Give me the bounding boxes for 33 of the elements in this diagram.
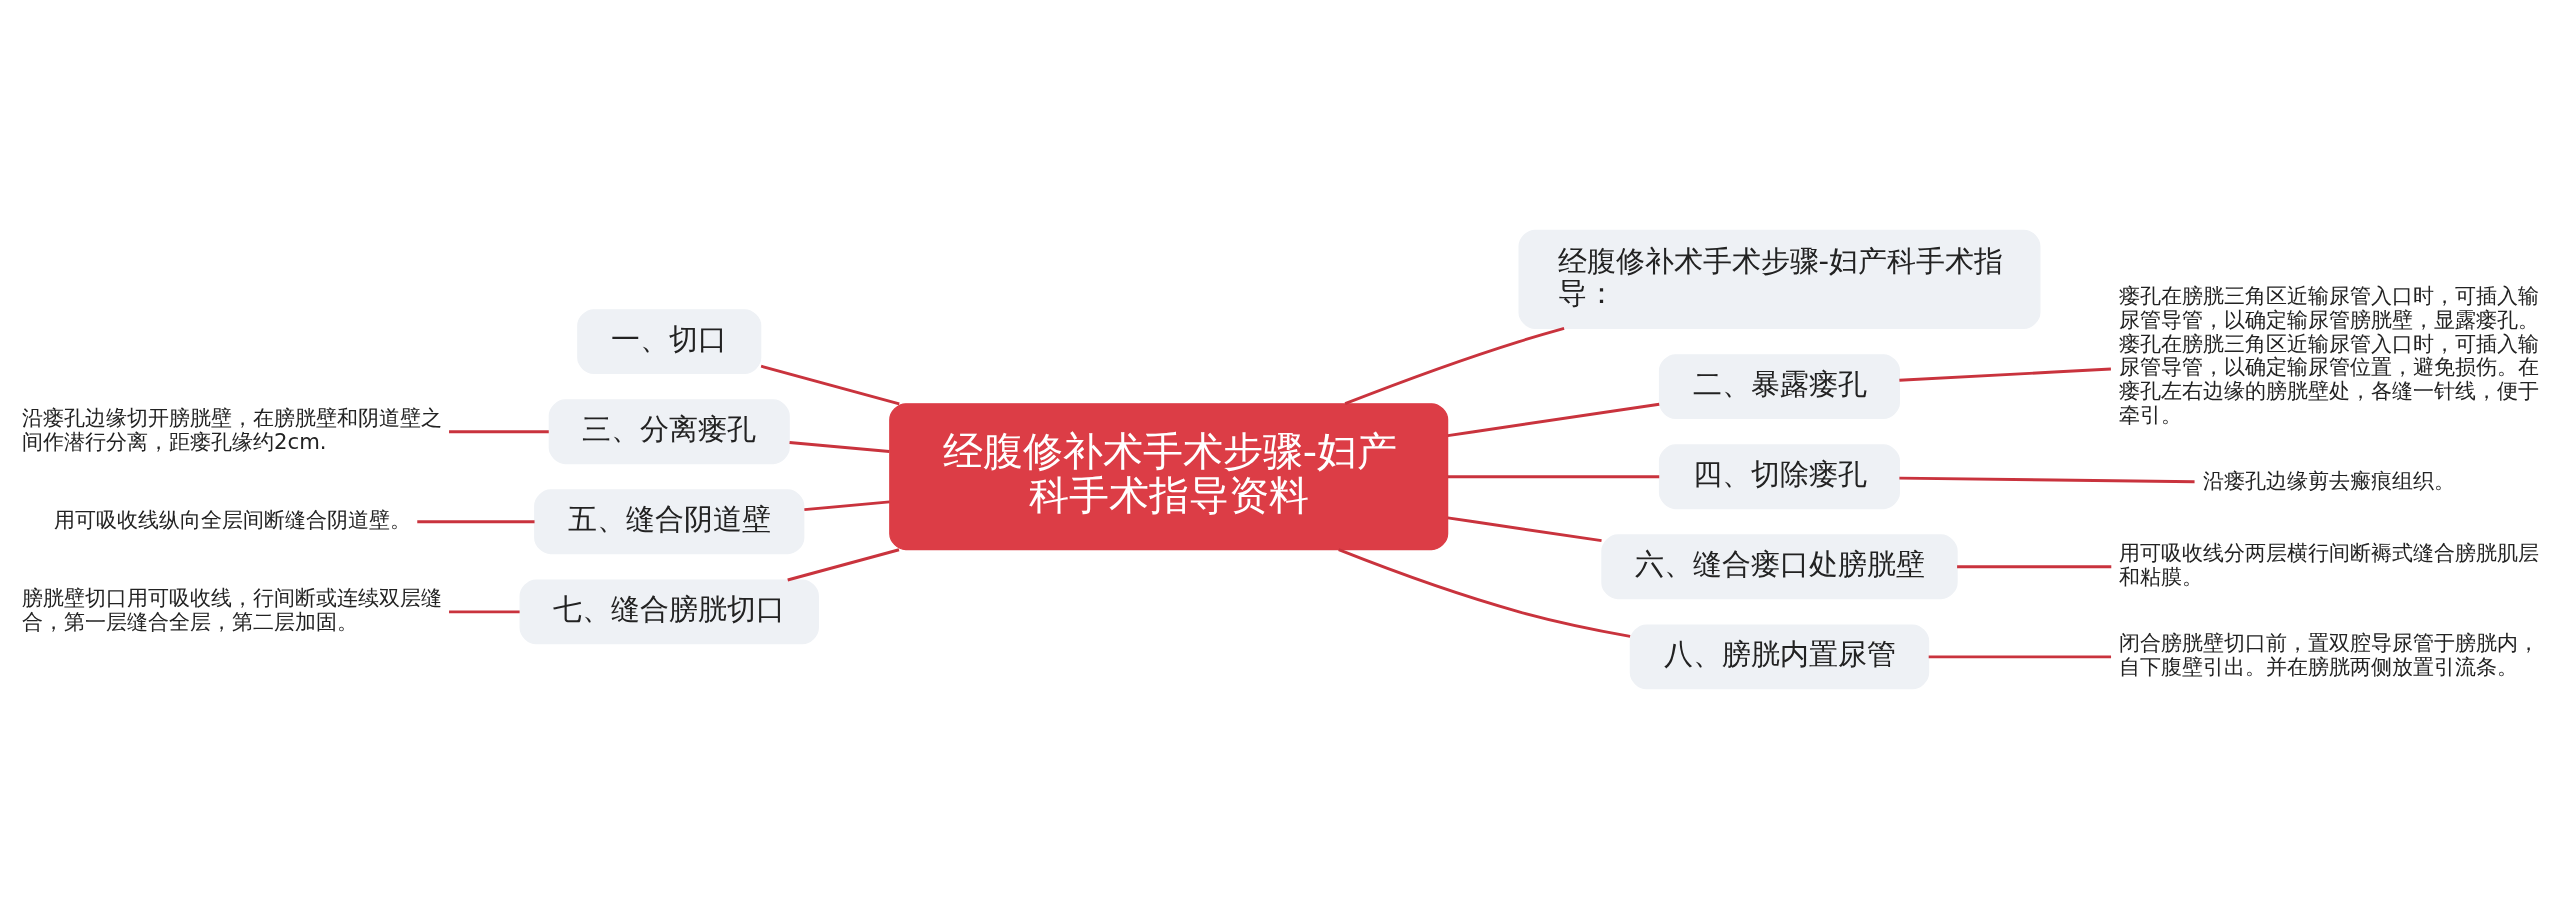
node-box: 六、缝合瘘口处膀胱壁 <box>1601 534 1958 600</box>
connector <box>760 364 900 406</box>
node-box: 四、切除瘘孔 <box>1658 444 1901 510</box>
node-text: 沿瘘孔边缘切开膀胱壁，在膀胱壁和阴道壁之间作潜行分离，距瘘孔缘约2cm. <box>22 404 443 454</box>
connector <box>1957 565 2112 569</box>
connector <box>449 430 549 434</box>
node-text: 沿瘘孔边缘剪去瘢痕组织。 <box>2202 468 2455 494</box>
connector <box>789 441 890 453</box>
node-text: 用可吸收线纵向全层间断缝合阴道壁。 <box>53 506 411 532</box>
node-box: 一、切口 <box>577 309 762 375</box>
node-box: 二、暴露瘘孔 <box>1658 354 1901 420</box>
connector <box>1344 327 1565 406</box>
node-box: 经腹修补术手术步骤-妇产科手术指导资料 <box>889 403 1449 551</box>
node-box: 五、缝合阴道壁 <box>534 489 805 555</box>
connector <box>787 548 900 582</box>
connector <box>1447 402 1660 437</box>
connector <box>1447 475 1660 479</box>
node-box: 八、膀胱内置尿管 <box>1629 624 1930 690</box>
node-box: 三、分离瘘孔 <box>548 399 790 465</box>
connector <box>1928 655 2112 659</box>
connector <box>449 610 520 614</box>
connector <box>1899 367 2111 382</box>
connector <box>1899 476 2195 484</box>
connector <box>417 520 535 524</box>
node-text: 用可吸收线分两层横行间断褥式缝合膀胱肌层和粘膜。 <box>2119 539 2540 589</box>
connector <box>1447 516 1602 543</box>
connector <box>804 500 890 512</box>
node-text: 膀胱壁切口用可吸收线，行间断或连续双层缝合，第一层缝合全层，第二层加固。 <box>22 584 443 634</box>
connector <box>1338 548 1631 638</box>
node-text: 瘘孔在膀胱三角区近输尿管入口时，可插入输尿管导管，以确定输尿管膀胱壁，显露瘘孔。瘘孔在膀胱三角区近输尿管入口时，可插入输尿管导管，以确定输尿管位置，避免损伤。在瘘孔左右边缘的膀胱壁处，各缝一针线，便于牵引。 <box>2119 282 2540 428</box>
node-box: 经腹修补术手术步骤-妇产科手术指导： <box>1518 229 2041 329</box>
node-text: 闭合膀胱壁切口前，置双腔导尿管于膀胱内，自下腹壁引出。并在膀胱两侧放置引流条。 <box>2119 630 2540 679</box>
node-box: 七、缝合膀胱切口 <box>519 579 819 645</box>
